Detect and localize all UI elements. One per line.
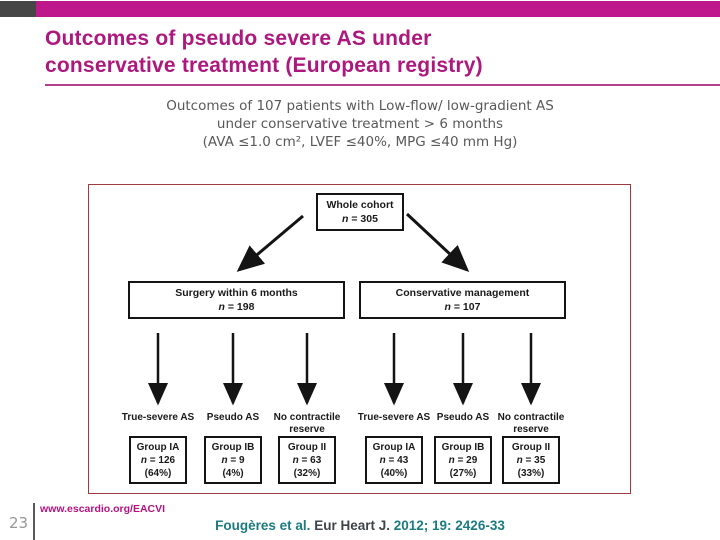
page-number: 23 [9, 514, 29, 532]
category-label-1: True-severe AS [121, 412, 195, 423]
group-n: n = 35 [516, 454, 546, 466]
group-n: n = 29 [448, 454, 478, 466]
citation-journal: Eur Heart J. [314, 518, 390, 533]
slide-subtitle: Outcomes of 107 patients with Low-flow/ … [50, 97, 670, 151]
citation: Fougères et al. Eur Heart J. 2012; 19: 2… [0, 518, 720, 533]
footer-divider [33, 503, 35, 540]
citation-ref: 2012; 19: 2426-33 [393, 518, 505, 533]
group-n: n = 63 [292, 454, 322, 466]
group-box-2: Group IB n = 9 (4%) [204, 436, 262, 484]
surgery-label: Surgery within 6 months [175, 287, 298, 299]
group-name: Group IA [136, 441, 180, 453]
group-pct: (40%) [380, 467, 408, 479]
subtitle-line3: (AVA ≤1.0 cm², LVEF ≤40%, MPG ≤40 mm Hg) [202, 134, 518, 150]
group-box-4: Group IA n = 43 (40%) [365, 436, 423, 484]
group-name: Group II [287, 441, 327, 453]
escardio-url: www.escardio.org/EACVI [40, 503, 166, 515]
conservative-n: n = 107 [444, 301, 481, 313]
category-label-6: No contractile reserve [497, 412, 565, 435]
group-name: Group IB [441, 441, 485, 453]
category-label-5: Pseudo AS [436, 412, 490, 423]
group-pct: (4%) [222, 467, 244, 479]
whole-cohort-n: n = 305 [342, 213, 378, 225]
subtitle-line1: Outcomes of 107 patients with Low-flow/ … [166, 98, 554, 114]
flowchart-arrows [148, 212, 541, 406]
group-box-1: Group IA n = 126 (64%) [129, 436, 187, 484]
category-label-2: Pseudo AS [206, 412, 260, 423]
group-n: n = 9 [221, 454, 245, 466]
topbar-gray-block [0, 1, 36, 17]
page-title-line2: conservative treatment (European registr… [45, 54, 483, 77]
group-box-5: Group IB n = 29 (27%) [434, 436, 492, 484]
citation-authors: Fougères et al. [215, 518, 311, 533]
arrow-to-surgery [236, 214, 304, 272]
surgery-n: n = 198 [218, 301, 255, 313]
group-pct: (32%) [293, 467, 321, 479]
category-label-3: No contractile reserve [273, 412, 341, 435]
conservative-label: Conservative management [395, 287, 530, 299]
group-pct: (27%) [449, 467, 477, 479]
group-n: n = 43 [379, 454, 409, 466]
group-name: Group IA [372, 441, 416, 453]
page-title-line1: Outcomes of pseudo severe AS under [45, 27, 432, 50]
category-label-4: True-severe AS [357, 412, 431, 423]
group-box-6: Group II n = 35 (33%) [502, 436, 560, 484]
group-name: Group II [511, 441, 551, 453]
group-pct: (64%) [144, 467, 172, 479]
arrow-to-conservative [405, 212, 470, 273]
conservative-box: Conservative management n = 107 [359, 281, 566, 319]
surgery-box: Surgery within 6 months n = 198 [128, 281, 345, 319]
page-title: Outcomes of pseudo severe AS under conse… [45, 25, 715, 79]
group-box-3: Group II n = 63 (32%) [278, 436, 336, 484]
whole-cohort-label: Whole cohort [326, 199, 394, 211]
group-n: n = 126 [140, 454, 176, 466]
outcome-flowchart: Whole cohort n = 305 Surgery within 6 mo… [88, 184, 631, 494]
subtitle-line2: under conservative treatment > 6 months [216, 116, 504, 132]
group-name: Group IB [211, 441, 255, 453]
whole-cohort-box: Whole cohort n = 305 [316, 193, 404, 231]
title-underline [45, 84, 720, 86]
topbar-accent-bar [36, 1, 720, 17]
group-pct: (33%) [517, 467, 545, 479]
